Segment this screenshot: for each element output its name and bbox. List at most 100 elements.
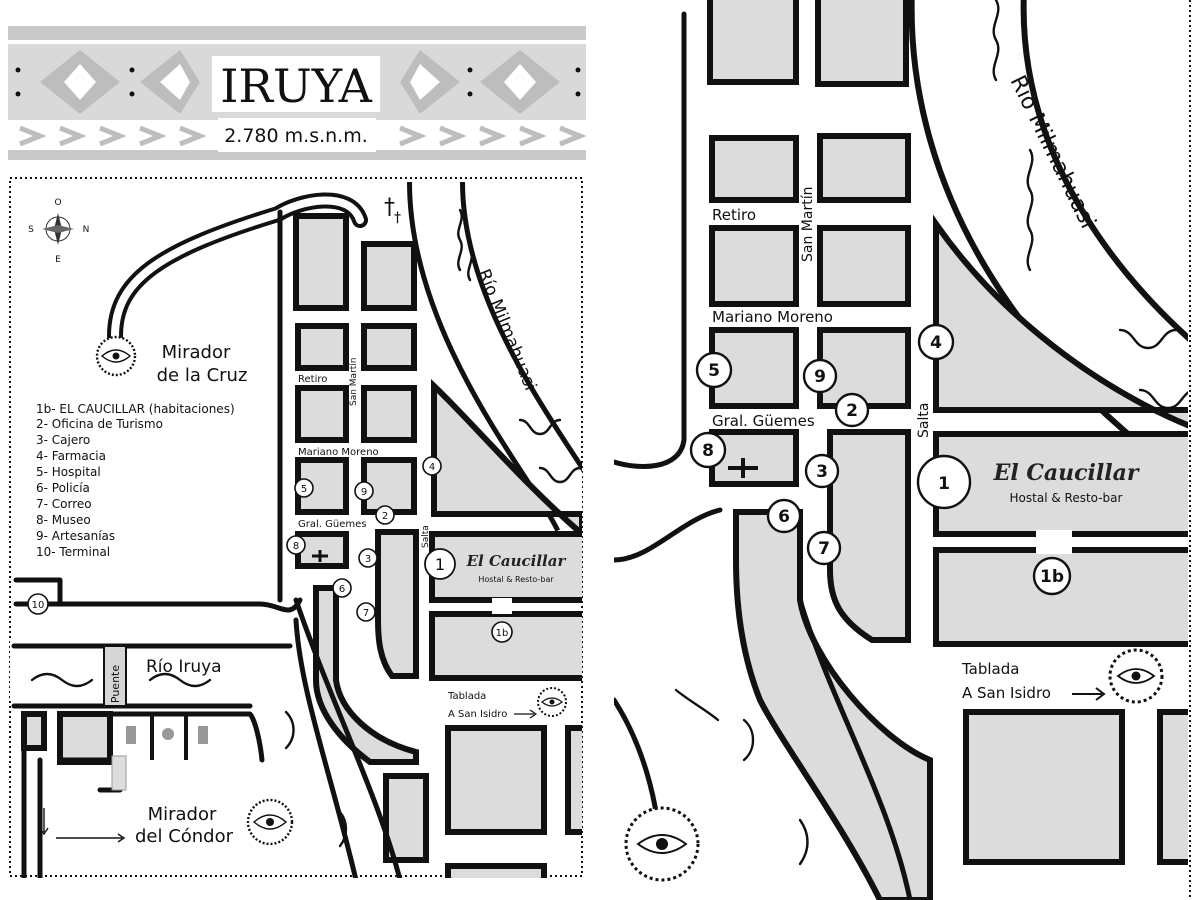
marker-8[interactable]: 8 [286, 535, 306, 555]
street-retiro: Retiro [298, 374, 327, 385]
altitude-label: 2.780 m.s.n.m. [224, 125, 368, 147]
marker-9-zoom[interactable]: 9 [802, 358, 838, 394]
marker-4[interactable]: 4 [422, 456, 442, 476]
svg-text:5: 5 [708, 361, 720, 381]
legend-item: 2- Oficina de Turismo [36, 417, 163, 431]
marker-3[interactable]: 3 [358, 548, 378, 568]
marker-1b[interactable]: 1b [491, 621, 513, 643]
marker-7-zoom[interactable]: 7 [806, 530, 842, 566]
marker-5[interactable]: 5 [294, 478, 314, 498]
hotel-subtitle-zoom: Hostal & Resto-bar [1010, 491, 1123, 505]
svg-text:1b: 1b [496, 628, 509, 639]
street-retiro-zoom: Retiro [712, 206, 756, 224]
museum-cross-zoom-icon [728, 458, 758, 478]
puente-label: Puente [109, 665, 122, 703]
marker-7[interactable]: 7 [356, 602, 376, 622]
town-blocks [21, 213, 582, 878]
marker-8-zoom[interactable]: 8 [689, 431, 727, 469]
map-title: IRUYA [220, 59, 372, 113]
mirador-condor-label-2: del Cóndor [135, 826, 234, 847]
rio-milmahuasi-zoom-channel [914, 0, 1188, 463]
header-banner: IRUYA 2.780 m.s.n.m. [8, 26, 587, 160]
marker-3-zoom[interactable]: 3 [804, 453, 840, 489]
pattern-dots [15, 67, 581, 97]
compass-rose: O E S N [28, 198, 89, 265]
svg-text:8: 8 [293, 541, 299, 552]
legend-item: 6- Policía [36, 481, 90, 495]
marker-1[interactable]: 1 [424, 548, 456, 580]
svg-text:1b: 1b [1040, 567, 1064, 587]
marker-5-zoom[interactable]: 5 [695, 351, 733, 389]
legend-item: 1b- EL CAUCILLAR (habitaciones) [36, 402, 235, 416]
street-mariano-moreno-zoom: Mariano Moreno [712, 308, 833, 326]
svg-text:3: 3 [816, 462, 828, 482]
street-salta: Salta [421, 525, 431, 548]
marker-9[interactable]: 9 [354, 481, 374, 501]
legend-item: 8- Museo [36, 513, 91, 527]
tablada-zoom-label: Tablada [961, 660, 1019, 678]
marker-2-zoom[interactable]: 2 [834, 392, 870, 428]
mirador-cruz-eye-icon [95, 335, 137, 377]
svg-text:2: 2 [382, 511, 388, 522]
svg-text:9: 9 [361, 487, 367, 498]
marker-2[interactable]: 2 [375, 505, 395, 525]
marker-6[interactable]: 6 [332, 578, 352, 598]
museum-cross-icon [312, 550, 328, 562]
marker-4-zoom[interactable]: 4 [917, 323, 955, 361]
a-san-isidro-zoom-label: A San Isidro [962, 684, 1051, 702]
tablada-eye-icon [537, 687, 567, 717]
mirador-condor-label-1: Mirador [148, 804, 217, 825]
svg-text:8: 8 [702, 441, 714, 461]
street-san-martin-zoom: San Martín [800, 187, 816, 262]
legend-item: 7- Correo [36, 497, 92, 511]
tablada-zoom-eye-icon [1108, 648, 1164, 704]
left-map: O E S N [10, 181, 582, 878]
marker-10[interactable]: 10 [27, 593, 49, 615]
marker-1b-zoom[interactable]: 1b [1032, 556, 1072, 596]
marker-1-zoom[interactable]: 1 [916, 454, 972, 510]
legend-item: 3- Cajero [36, 433, 90, 447]
street-gral-guemes: Gral. Güemes [298, 519, 366, 530]
svg-text:S: S [28, 225, 34, 235]
svg-text:1: 1 [435, 555, 445, 574]
river-waves-zoom [674, 0, 1188, 866]
svg-text:10: 10 [32, 600, 45, 611]
mirador-cruz-label-2: de la Cruz [157, 365, 248, 386]
svg-text:4: 4 [930, 333, 942, 353]
street-mariano-moreno: Mariano Moreno [298, 447, 379, 458]
legend-item: 9- Artesanías [36, 529, 115, 543]
marker-6-zoom[interactable]: 6 [766, 498, 802, 534]
legend-item: 5- Hospital [36, 465, 101, 479]
legend-item: 4- Farmacia [36, 449, 106, 463]
svg-text:1: 1 [938, 474, 950, 494]
legend-item: 10- Terminal [36, 545, 110, 559]
mirador-condor-eye-icon [246, 798, 294, 846]
svg-text:5: 5 [301, 484, 307, 495]
hotel-name-zoom: El Caucillar [993, 460, 1140, 486]
svg-text:4: 4 [429, 462, 435, 473]
tablada-label: Tablada [447, 691, 486, 702]
svg-text:O: O [54, 198, 61, 208]
street-gral-guemes-zoom: Gral. Güemes [712, 412, 815, 430]
mirador-cruz-label-1: Mirador [162, 342, 231, 363]
church-cross-small-icon: † [394, 210, 401, 226]
svg-text:9: 9 [814, 367, 826, 387]
svg-text:2: 2 [846, 401, 858, 421]
svg-text:E: E [55, 255, 61, 265]
mirador-condor-zoom-eye-icon [624, 806, 700, 882]
hotel-subtitle: Hostal & Resto-bar [478, 575, 554, 584]
church-cross-icon: † [384, 195, 395, 220]
river-waves [30, 208, 582, 848]
puente-bridge [103, 645, 127, 707]
hotel-name: El Caucillar [466, 552, 567, 570]
a-san-isidro-label: A San Isidro [448, 709, 507, 720]
rio-iruya-label: Río Iruya [146, 657, 222, 677]
svg-text:6: 6 [339, 584, 345, 595]
street-salta-zoom: Salta [916, 403, 932, 438]
street-san-martin: San Martín [349, 357, 359, 406]
svg-text:N: N [83, 225, 90, 235]
svg-text:6: 6 [778, 507, 790, 527]
svg-text:7: 7 [818, 539, 830, 559]
right-map-zoom: Retiro San Martín Mariano Moreno Gral. G… [614, 0, 1188, 900]
